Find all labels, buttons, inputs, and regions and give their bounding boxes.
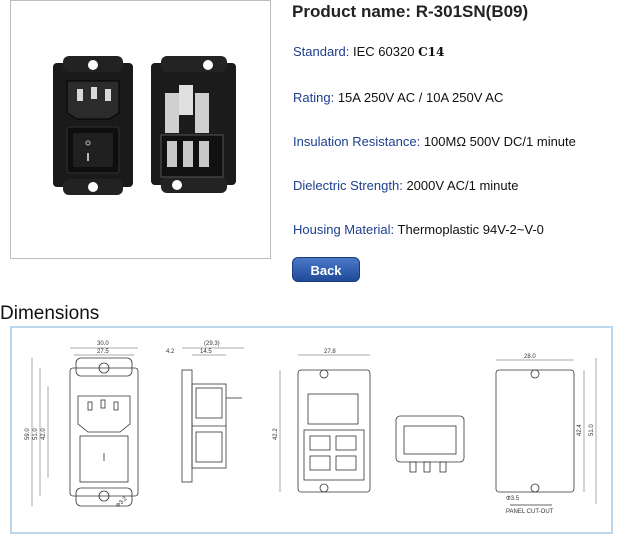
spec-housing: Housing Material: Thermoplastic 94V-2~V-…	[293, 222, 544, 237]
dim-27-5: 27.5	[97, 349, 109, 355]
dim-51: 51.0	[33, 428, 39, 440]
spec-standard-suffix: C14	[418, 45, 445, 59]
spec-dielectric-value: 2000V AC/1 minute	[406, 178, 519, 193]
spec-rating-value: 15A 250V AC / 10A 250V AC	[337, 90, 504, 105]
technical-drawing: 30.0 27.5 59.0 51.0 42.0 Φ3.2 (29.3) 4.2…	[25, 341, 597, 515]
dim-42-4: 42.4	[577, 424, 583, 436]
spec-housing-label: Housing Material:	[293, 222, 395, 237]
product-photo	[10, 0, 271, 259]
dim-29-3: (29.3)	[204, 341, 220, 347]
power-inlet-photo	[53, 56, 236, 195]
dim-4-2: 4.2	[166, 349, 175, 355]
spec-rating-label: Rating:	[293, 90, 335, 105]
product-title: Product name: R-301SN(B09)	[292, 2, 529, 21]
dim-28: 28.0	[524, 354, 536, 360]
panel-cutout-label: PANEL CUT-OUT	[506, 509, 554, 515]
spec-rating: Rating: 15A 250V AC / 10A 250V AC	[293, 90, 503, 105]
dim-42-2: 42.2	[273, 428, 279, 440]
spec-insulation: Insulation Resistance: 100MΩ 500V DC/1 m…	[293, 134, 576, 149]
dim-14-5: 14.5	[200, 349, 212, 355]
dimension-drawing: 30.0 27.5 59.0 51.0 42.0 Φ3.2 (29.3) 4.2…	[10, 326, 613, 534]
dim-27-8: 27.8	[324, 349, 336, 355]
dim-phi-3-2: Φ3.2	[115, 495, 129, 509]
dim-51-cutout: 51.0	[589, 424, 595, 436]
spec-standard: Standard: IEC 60320 C14	[293, 44, 444, 59]
spec-insulation-label: Insulation Resistance:	[293, 134, 421, 149]
spec-dielectric: Dielectric Strength: 2000V AC/1 minute	[293, 178, 518, 193]
dim-59: 59.0	[25, 428, 31, 440]
dim-phi-3-5: Φ3.5	[506, 496, 520, 502]
spec-standard-label: Standard:	[293, 44, 350, 59]
spec-insulation-value: 100MΩ 500V DC/1 minute	[423, 134, 576, 149]
spec-standard-value: IEC 60320	[353, 44, 415, 59]
spec-dielectric-label: Dielectric Strength:	[293, 178, 403, 193]
dim-30: 30.0	[97, 341, 109, 347]
dimensions-heading: Dimensions	[0, 303, 100, 324]
back-button[interactable]: Back	[292, 257, 360, 282]
dim-42: 42.0	[41, 428, 47, 440]
spec-housing-value: Thermoplastic 94V-2~V-0	[397, 222, 544, 237]
